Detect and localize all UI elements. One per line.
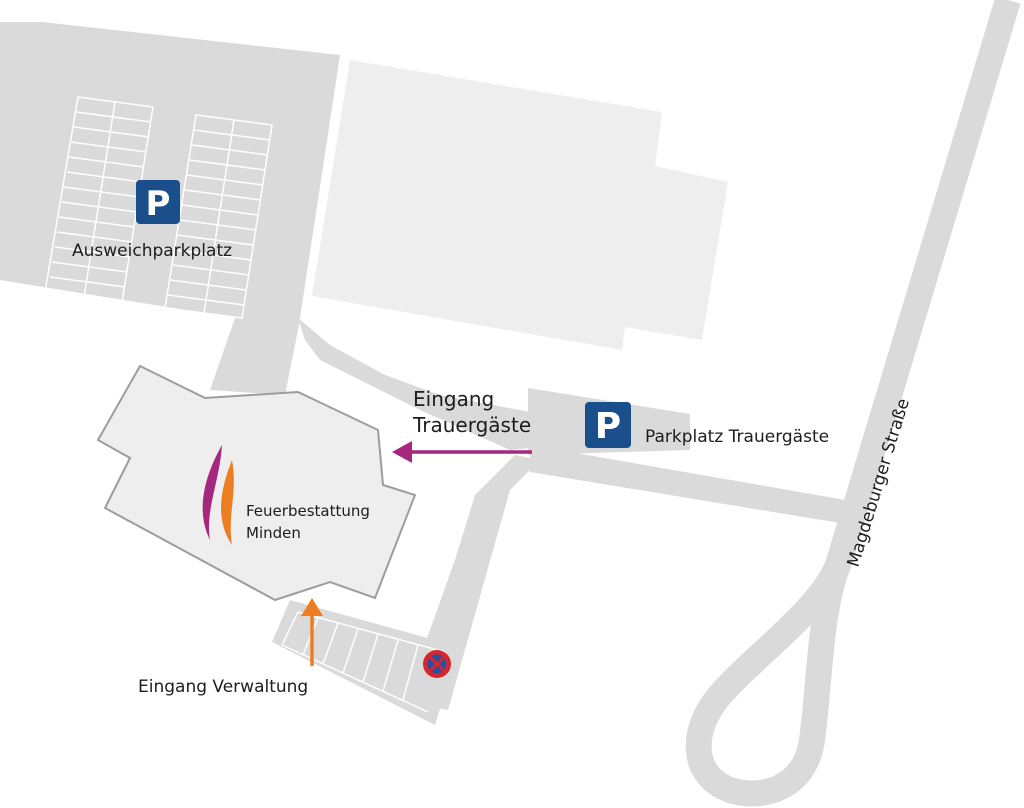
- mourners-parking-label: Parkplatz Trauergäste: [645, 427, 829, 447]
- inner-lane: [412, 455, 540, 710]
- neighbour-building: [312, 60, 728, 350]
- parking-sign-letter: P: [595, 406, 621, 447]
- main-building: [96, 364, 417, 602]
- mourners-entrance-label-line1: Eingang: [413, 387, 494, 411]
- access-road: [530, 445, 852, 525]
- overflow-parking-label: Ausweichparkplatz: [72, 241, 232, 261]
- brand-name-line1: Feuerbestattung: [246, 502, 370, 520]
- parking-sign-letter: P: [146, 184, 171, 224]
- flame-logo-icon: [202, 445, 234, 545]
- mourners-entrance-arrow: [392, 441, 532, 463]
- admin-parking-area: [272, 600, 455, 725]
- upper-lane: [298, 318, 530, 450]
- parking-sign-icon: P: [136, 180, 180, 224]
- mourners-entrance-label-line2: Trauergäste: [412, 413, 531, 437]
- parking-sign-icon: P: [585, 402, 631, 448]
- no-stopping-sign-icon: [423, 650, 451, 678]
- brand-name-line2: Minden: [246, 524, 301, 542]
- admin-parking-stalls: [281, 611, 446, 713]
- admin-entrance-arrow: [301, 598, 323, 666]
- admin-entrance-label: Eingang Verwaltung: [138, 677, 308, 697]
- street-road: [685, 0, 1021, 807]
- overflow-parking-stalls: [44, 96, 273, 319]
